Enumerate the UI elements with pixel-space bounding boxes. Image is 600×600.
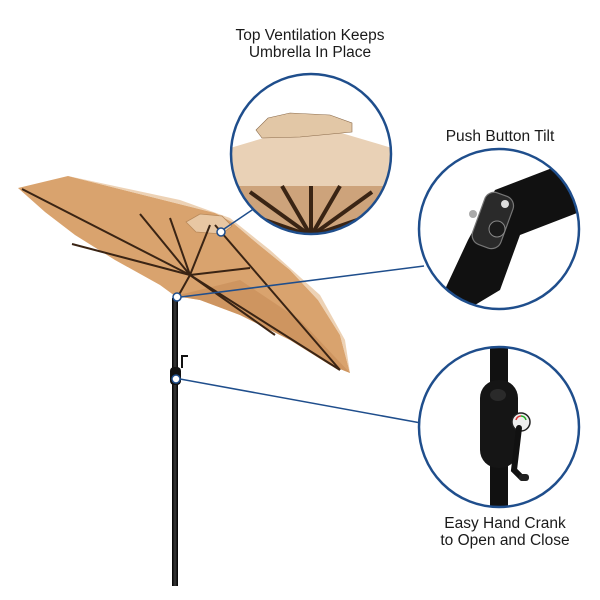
callout-ventilation-line2: Umbrella In Place [248,44,372,61]
callout-crank-circle [417,345,581,509]
callout-tilt-line1: Push Button Tilt [445,128,555,145]
callout-crank-label: Easy Hand Crank to Open and Close [415,515,595,549]
callout-ventilation-line1: Top Ventilation Keeps [235,27,385,44]
vent-callout-dot [216,227,226,237]
callout-ventilation-label: Top Ventilation Keeps Umbrella In Place [210,27,410,61]
callout-tilt-label: Push Button Tilt [420,128,580,145]
crank-callout-dot [171,374,181,384]
callout-connector-lines [179,207,425,424]
tilt-callout-dot [172,292,182,302]
umbrella-ribs [21,188,341,371]
umbrella-main-image [18,176,350,586]
callout-crank-line1: Easy Hand Crank [444,515,566,532]
callout-tilt-circle [417,147,581,311]
callout-crank-line2: to Open and Close [440,532,570,549]
callout-ventilation-circle [229,72,393,236]
umbrella-pole [172,298,178,586]
